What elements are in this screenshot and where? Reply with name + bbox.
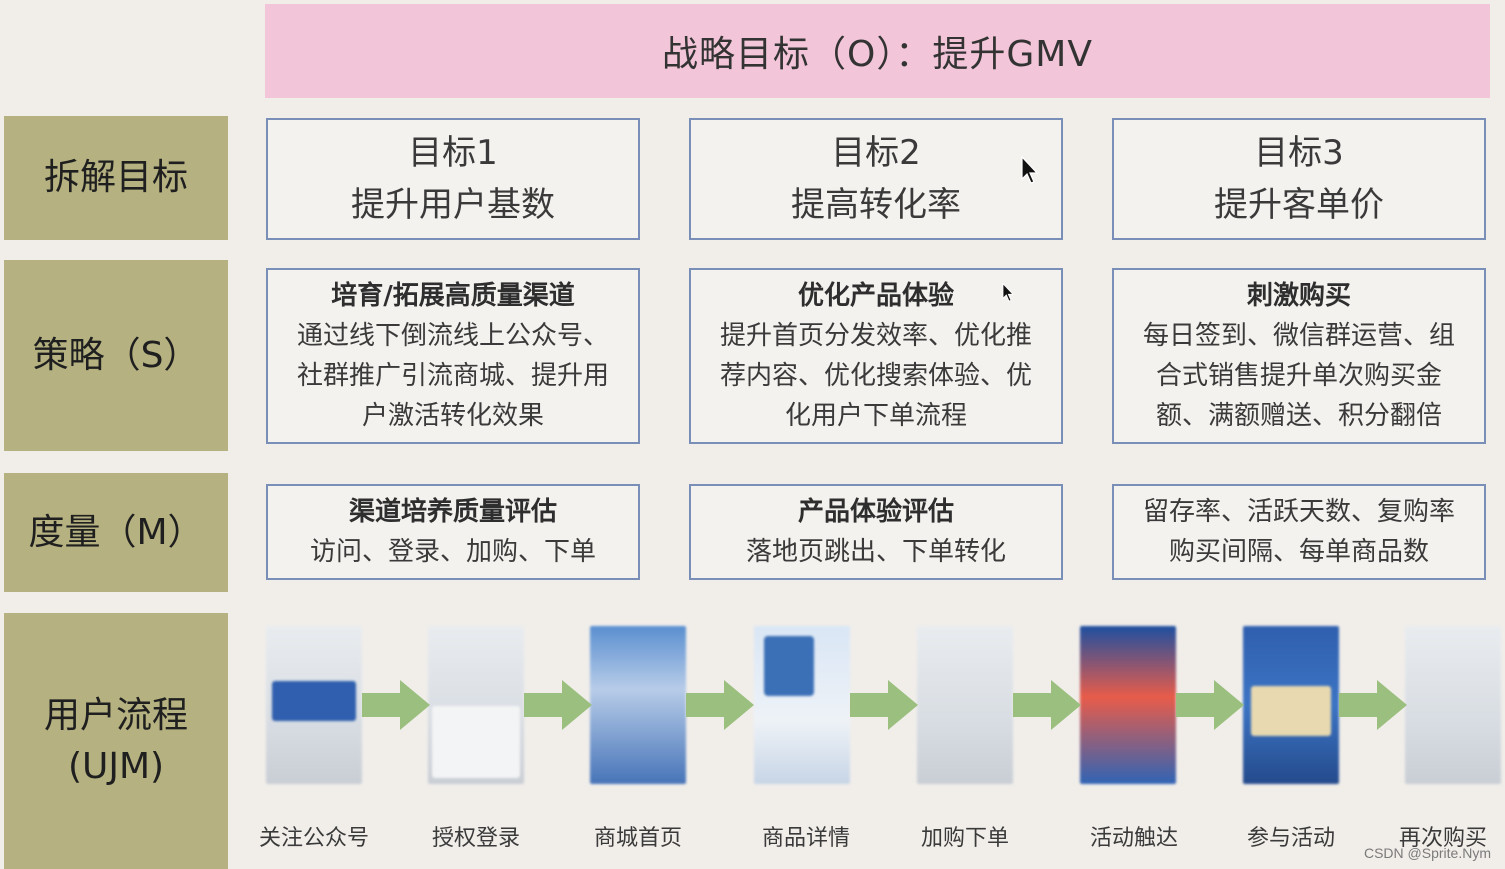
strategy-title: 优化产品体验 bbox=[797, 281, 954, 311]
goal-title: 目标2 bbox=[831, 133, 921, 173]
strategy-box-3: 刺激购买 每日签到、微信群运营、组 合式销售提升单次购买金 额、满额赠送、积分翻… bbox=[1112, 268, 1486, 444]
step-thumbnail-promo bbox=[1080, 626, 1176, 784]
strategy-title: 刺激购买 bbox=[1246, 281, 1351, 311]
flow-arrow-icon bbox=[1339, 680, 1407, 730]
ujm-label-line2: (UJM) bbox=[67, 746, 165, 787]
step-label: 参与活动 bbox=[1246, 826, 1335, 851]
step-thumbnail-activity bbox=[1243, 626, 1339, 784]
row-label-ujm: 用户流程 (UJM) bbox=[4, 613, 228, 869]
row-label-goals: 拆解目标 bbox=[4, 116, 228, 240]
watermark: CSDN @Sprite.Nym bbox=[1363, 845, 1491, 861]
metric-text: 购买间隔、每单商品数 bbox=[1168, 537, 1429, 567]
objective-banner: 战略目标（O）：提升GMV bbox=[265, 4, 1490, 98]
mouse-cursor-icon bbox=[1002, 283, 1014, 302]
step-label: 商城首页 bbox=[593, 826, 682, 851]
strategy-title: 培育/拓展高质量渠道 bbox=[331, 281, 575, 311]
ujm-label-line1: 用户流程 bbox=[43, 694, 188, 736]
flow-arrow-icon bbox=[362, 680, 430, 730]
row-label-strategy: 策略（S） bbox=[4, 260, 228, 451]
strategy-line: 提升首页分发效率、优化推 bbox=[719, 321, 1032, 351]
step-label: 加购下单 bbox=[920, 826, 1009, 851]
row-label-metrics: 度量（M） bbox=[4, 473, 228, 592]
goal-box-1: 目标1 提升用户基数 bbox=[266, 118, 640, 240]
step-thumbnail-login bbox=[428, 626, 524, 784]
metric-text: 落地页跳出、下单转化 bbox=[745, 537, 1006, 567]
step-thumbnail-home bbox=[590, 626, 686, 784]
step-label: 商品详情 bbox=[761, 826, 850, 851]
metric-text: 留存率、活跃天数、复购率 bbox=[1142, 497, 1455, 527]
flow-arrow-icon bbox=[686, 680, 754, 730]
strategy-line: 户激活转化效果 bbox=[361, 401, 544, 431]
flow-arrow-icon bbox=[850, 680, 918, 730]
goal-box-2: 目标2 提高转化率 bbox=[689, 118, 1063, 240]
goal-title: 目标1 bbox=[408, 133, 498, 173]
goal-title: 目标3 bbox=[1254, 133, 1344, 173]
strategy-box-2: 优化产品体验 提升首页分发效率、优化推 荐内容、优化搜索体验、优 化用户下单流程 bbox=[689, 268, 1063, 444]
step-label: 再次购买 bbox=[1398, 826, 1487, 851]
step-label: 授权登录 bbox=[431, 826, 520, 851]
step-thumbnail-follow bbox=[266, 626, 362, 784]
strategy-line: 化用户下单流程 bbox=[784, 401, 967, 431]
step-thumbnail-detail bbox=[754, 626, 850, 784]
goal-text: 提高转化率 bbox=[791, 185, 961, 225]
metric-title: 渠道培养质量评估 bbox=[348, 497, 557, 527]
flow-arrow-icon bbox=[524, 680, 592, 730]
metric-title: 产品体验评估 bbox=[797, 497, 954, 527]
goal-text: 提升用户基数 bbox=[351, 185, 555, 225]
step-label: 关注公众号 bbox=[258, 826, 369, 851]
strategy-line: 合式销售提升单次购买金 bbox=[1155, 361, 1442, 391]
step-thumbnail-repurchase bbox=[1405, 626, 1501, 784]
metric-box-2: 产品体验评估 落地页跳出、下单转化 bbox=[689, 484, 1063, 580]
strategy-box-1: 培育/拓展高质量渠道 通过线下倒流线上公众号、 社群推广引流商城、提升用 户激活… bbox=[266, 268, 640, 444]
metric-text: 访问、登录、加购、下单 bbox=[309, 537, 596, 567]
flow-arrow-icon bbox=[1176, 680, 1244, 730]
strategy-line: 每日签到、微信群运营、组 bbox=[1142, 321, 1455, 351]
step-label: 活动触达 bbox=[1089, 826, 1178, 851]
goal-box-3: 目标3 提升客单价 bbox=[1112, 118, 1486, 240]
strategy-line: 通过线下倒流线上公众号、 bbox=[296, 321, 609, 351]
mouse-cursor-icon bbox=[1021, 156, 1039, 184]
flow-arrow-icon bbox=[1013, 680, 1081, 730]
metric-box-1: 渠道培养质量评估 访问、登录、加购、下单 bbox=[266, 484, 640, 580]
strategy-line: 额、满额赠送、积分翻倍 bbox=[1155, 401, 1442, 431]
strategy-line: 荐内容、优化搜索体验、优 bbox=[719, 361, 1032, 391]
metric-box-3: 留存率、活跃天数、复购率 购买间隔、每单商品数 bbox=[1112, 484, 1486, 580]
goal-text: 提升客单价 bbox=[1214, 185, 1384, 225]
strategy-line: 社群推广引流商城、提升用 bbox=[296, 361, 609, 391]
step-thumbnail-cart bbox=[917, 626, 1013, 784]
